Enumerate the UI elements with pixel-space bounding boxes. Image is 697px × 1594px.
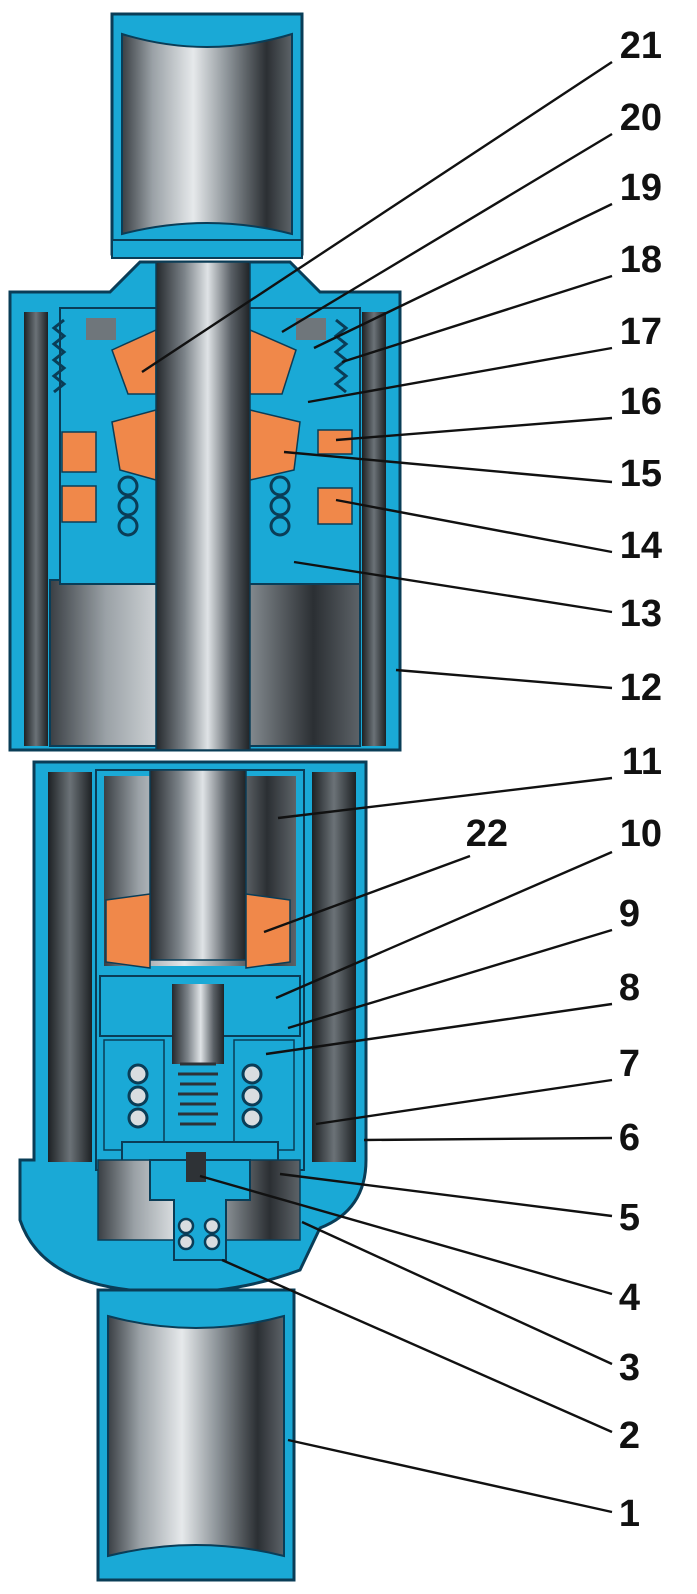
piston-rod-upper (155, 261, 251, 751)
callout-label-22: 22 (466, 813, 508, 855)
callout-label-12: 12 (620, 667, 662, 709)
leader-line-20 (281, 132, 613, 334)
leader-line-21 (141, 60, 613, 374)
upper-rubber-seals (61, 328, 353, 525)
callout-label-21: 21 (620, 25, 662, 67)
compression-valve (97, 1141, 301, 1261)
upper-ball-spring (117, 475, 291, 537)
leader-line-11 (277, 776, 613, 820)
leader-line-7 (315, 1078, 613, 1126)
callout-label-11: 11 (622, 741, 662, 783)
leader-line-19 (313, 202, 613, 350)
leader-line-3 (301, 1220, 613, 1366)
callout-label-9: 9 (619, 893, 640, 935)
leader-line-17 (307, 346, 613, 404)
leader-line-16 (335, 416, 613, 442)
callout-label-15: 15 (620, 453, 662, 495)
callout-label-2: 2 (619, 1415, 640, 1457)
leader-line-1 (287, 1438, 613, 1514)
callout-label-6: 6 (619, 1117, 640, 1159)
leader-line-13 (293, 560, 613, 614)
leader-line-10 (275, 850, 613, 1000)
callout-label-19: 19 (620, 167, 662, 209)
callout-label-4: 4 (619, 1277, 640, 1319)
callout-label-10: 10 (620, 813, 662, 855)
leader-line-8 (265, 1002, 613, 1056)
callout-label-7: 7 (619, 1043, 640, 1085)
leader-line-22 (263, 854, 471, 934)
leader-line-12 (395, 668, 613, 690)
leader-line-9 (287, 928, 613, 1030)
callout-label-18: 18 (620, 239, 662, 281)
callout-label-14: 14 (620, 525, 662, 567)
rebound-buffer (105, 893, 291, 969)
callout-label-8: 8 (619, 967, 640, 1009)
callout-label-1: 1 (619, 1493, 640, 1535)
leader-line-4 (199, 1174, 613, 1296)
callout-label-20: 20 (620, 97, 662, 139)
callout-label-3: 3 (619, 1347, 640, 1389)
leader-line-14 (335, 498, 613, 554)
callout-label-17: 17 (620, 311, 662, 353)
lower-eye-bushing (96, 1288, 296, 1582)
callout-label-13: 13 (620, 593, 662, 635)
leader-line-5 (279, 1172, 613, 1218)
leader-line-2 (221, 1258, 613, 1434)
callout-label-5: 5 (619, 1197, 640, 1239)
leader-line-15 (283, 450, 613, 484)
leader-line-6 (363, 1136, 613, 1142)
upper-eye-bushing (110, 12, 304, 259)
callout-label-16: 16 (620, 381, 662, 423)
piston-assembly (99, 975, 301, 1151)
leader-line-18 (341, 274, 613, 364)
piston-rod-lower (149, 769, 247, 961)
